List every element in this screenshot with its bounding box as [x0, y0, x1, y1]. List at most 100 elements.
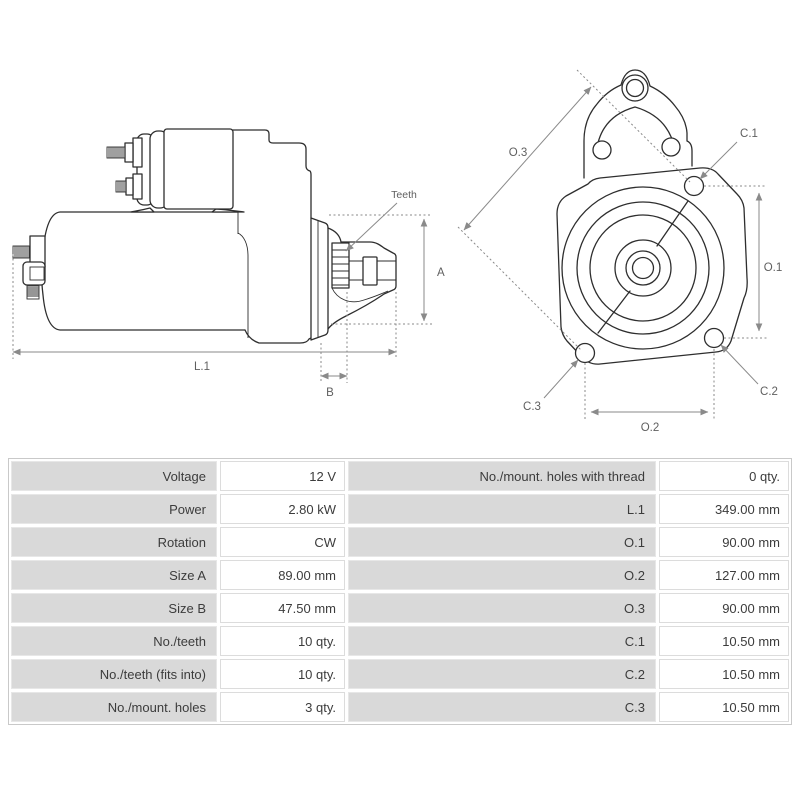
spec-value: CW — [220, 527, 345, 557]
spec-value: 89.00 mm — [220, 560, 345, 590]
spec-label: O.2 — [348, 560, 656, 590]
spec-value: 10 qty. — [220, 626, 345, 656]
shaft-collar — [362, 256, 378, 286]
dim-label-l1: L.1 — [194, 361, 210, 373]
body-housing-seam — [237, 212, 249, 338]
stud-threads — [117, 181, 125, 192]
spec-label: Rotation — [11, 527, 217, 557]
front-view-drawing — [556, 69, 748, 365]
teeth-leader — [345, 202, 398, 252]
body-terminals — [12, 235, 46, 300]
pinion-gear — [331, 242, 350, 289]
mount-hole-c1 — [683, 175, 705, 197]
bell-inner-curve — [331, 287, 389, 303]
threaded-stud — [115, 180, 127, 193]
drive-end — [327, 227, 397, 330]
c3-leader — [543, 359, 579, 399]
bracket-hole — [661, 137, 681, 157]
pinion-teeth-lines — [332, 249, 349, 286]
bracket-hole — [625, 78, 645, 98]
threaded-stud — [12, 245, 31, 259]
c2-leader — [720, 344, 759, 385]
spec-label: C.3 — [348, 692, 656, 722]
spec-label: Voltage — [11, 461, 217, 491]
motor-body — [40, 211, 246, 331]
spec-label: Power — [11, 494, 217, 524]
solenoid — [106, 128, 234, 210]
front-flange-plate — [556, 167, 748, 365]
bell-housing-outline — [327, 227, 397, 330]
bore-outer — [561, 186, 725, 350]
spec-value: 47.50 mm — [220, 593, 345, 623]
dim-label-a: A — [437, 267, 445, 279]
spec-label: C.1 — [348, 626, 656, 656]
technical-diagram: L.1 A B Teeth — [12, 69, 783, 434]
dim-label-o2: O.2 — [641, 422, 660, 434]
hub-shaft — [631, 256, 655, 280]
teeth-label: Teeth — [391, 189, 417, 201]
extension-line — [704, 185, 767, 339]
stud-threads — [108, 147, 124, 158]
side-view-drawing — [12, 128, 397, 344]
spec-value: 3 qty. — [220, 692, 345, 722]
c1-leader — [699, 141, 738, 180]
extension-line — [457, 69, 691, 351]
stud-threads — [27, 287, 39, 297]
mounting-flange — [310, 217, 329, 341]
spec-label: No./mount. holes with thread — [348, 461, 656, 491]
solenoid-cylinder — [163, 128, 234, 210]
extension-line — [12, 254, 397, 359]
dim-label-c2: C.2 — [760, 386, 778, 398]
threaded-stud — [26, 285, 40, 300]
terminal-block — [132, 173, 143, 200]
spec-label: Size B — [11, 593, 217, 623]
drive-housing-top-outline — [232, 129, 312, 219]
spec-label: O.3 — [348, 593, 656, 623]
housing-bottom-step — [244, 329, 312, 344]
dim-line-o3 — [463, 86, 592, 231]
dim-label-c3: C.3 — [523, 401, 541, 413]
front-bores — [561, 186, 725, 350]
hub-middle — [625, 250, 661, 286]
side-view-dimensions: L.1 A B Teeth — [12, 189, 445, 399]
spec-value: 10.50 mm — [659, 692, 789, 722]
mount-hole-c3 — [574, 342, 596, 364]
mount-hole-c2 — [703, 327, 725, 349]
dim-label-c1: C.1 — [740, 128, 758, 140]
spec-table: Voltage 12 V No./mount. holes with threa… — [8, 458, 792, 725]
lever-slot-lines — [597, 200, 689, 334]
stud-threads — [14, 246, 30, 258]
spec-value: 10 qty. — [220, 659, 345, 689]
dim-label-o3: O.3 — [509, 147, 528, 159]
bore-inner — [589, 214, 697, 322]
spec-label: No./mount. holes — [11, 692, 217, 722]
spec-label: No./teeth — [11, 626, 217, 656]
terminal-block — [132, 137, 143, 168]
extension-line — [584, 349, 715, 419]
spec-value: 10.50 mm — [659, 659, 789, 689]
spec-value: 127.00 mm — [659, 560, 789, 590]
spec-value: 349.00 mm — [659, 494, 789, 524]
dim-label-o1: O.1 — [764, 262, 783, 274]
front-bracket — [583, 69, 693, 179]
bracket-hole — [592, 140, 612, 160]
spec-value: 10.50 mm — [659, 626, 789, 656]
starter-motor-drawing: L.1 A B Teeth — [12, 69, 783, 434]
threaded-stud — [106, 146, 126, 159]
spec-value: 90.00 mm — [659, 527, 789, 557]
dim-label-b: B — [326, 387, 334, 399]
bracket-inner-arc — [595, 106, 676, 156]
front-view-dimensions: O.3 O.1 O.2 C.1 C.2 C.3 — [457, 69, 783, 434]
spec-label: L.1 — [348, 494, 656, 524]
spec-value: 2.80 kW — [220, 494, 345, 524]
spec-label: No./teeth (fits into) — [11, 659, 217, 689]
spec-value: 0 qty. — [659, 461, 789, 491]
hub-outer — [614, 239, 672, 297]
spec-value: 12 V — [220, 461, 345, 491]
bore-middle — [576, 201, 710, 335]
spec-value: 90.00 mm — [659, 593, 789, 623]
solenoid-foot-left — [130, 207, 155, 213]
extension-line — [329, 214, 434, 325]
spec-label: C.2 — [348, 659, 656, 689]
